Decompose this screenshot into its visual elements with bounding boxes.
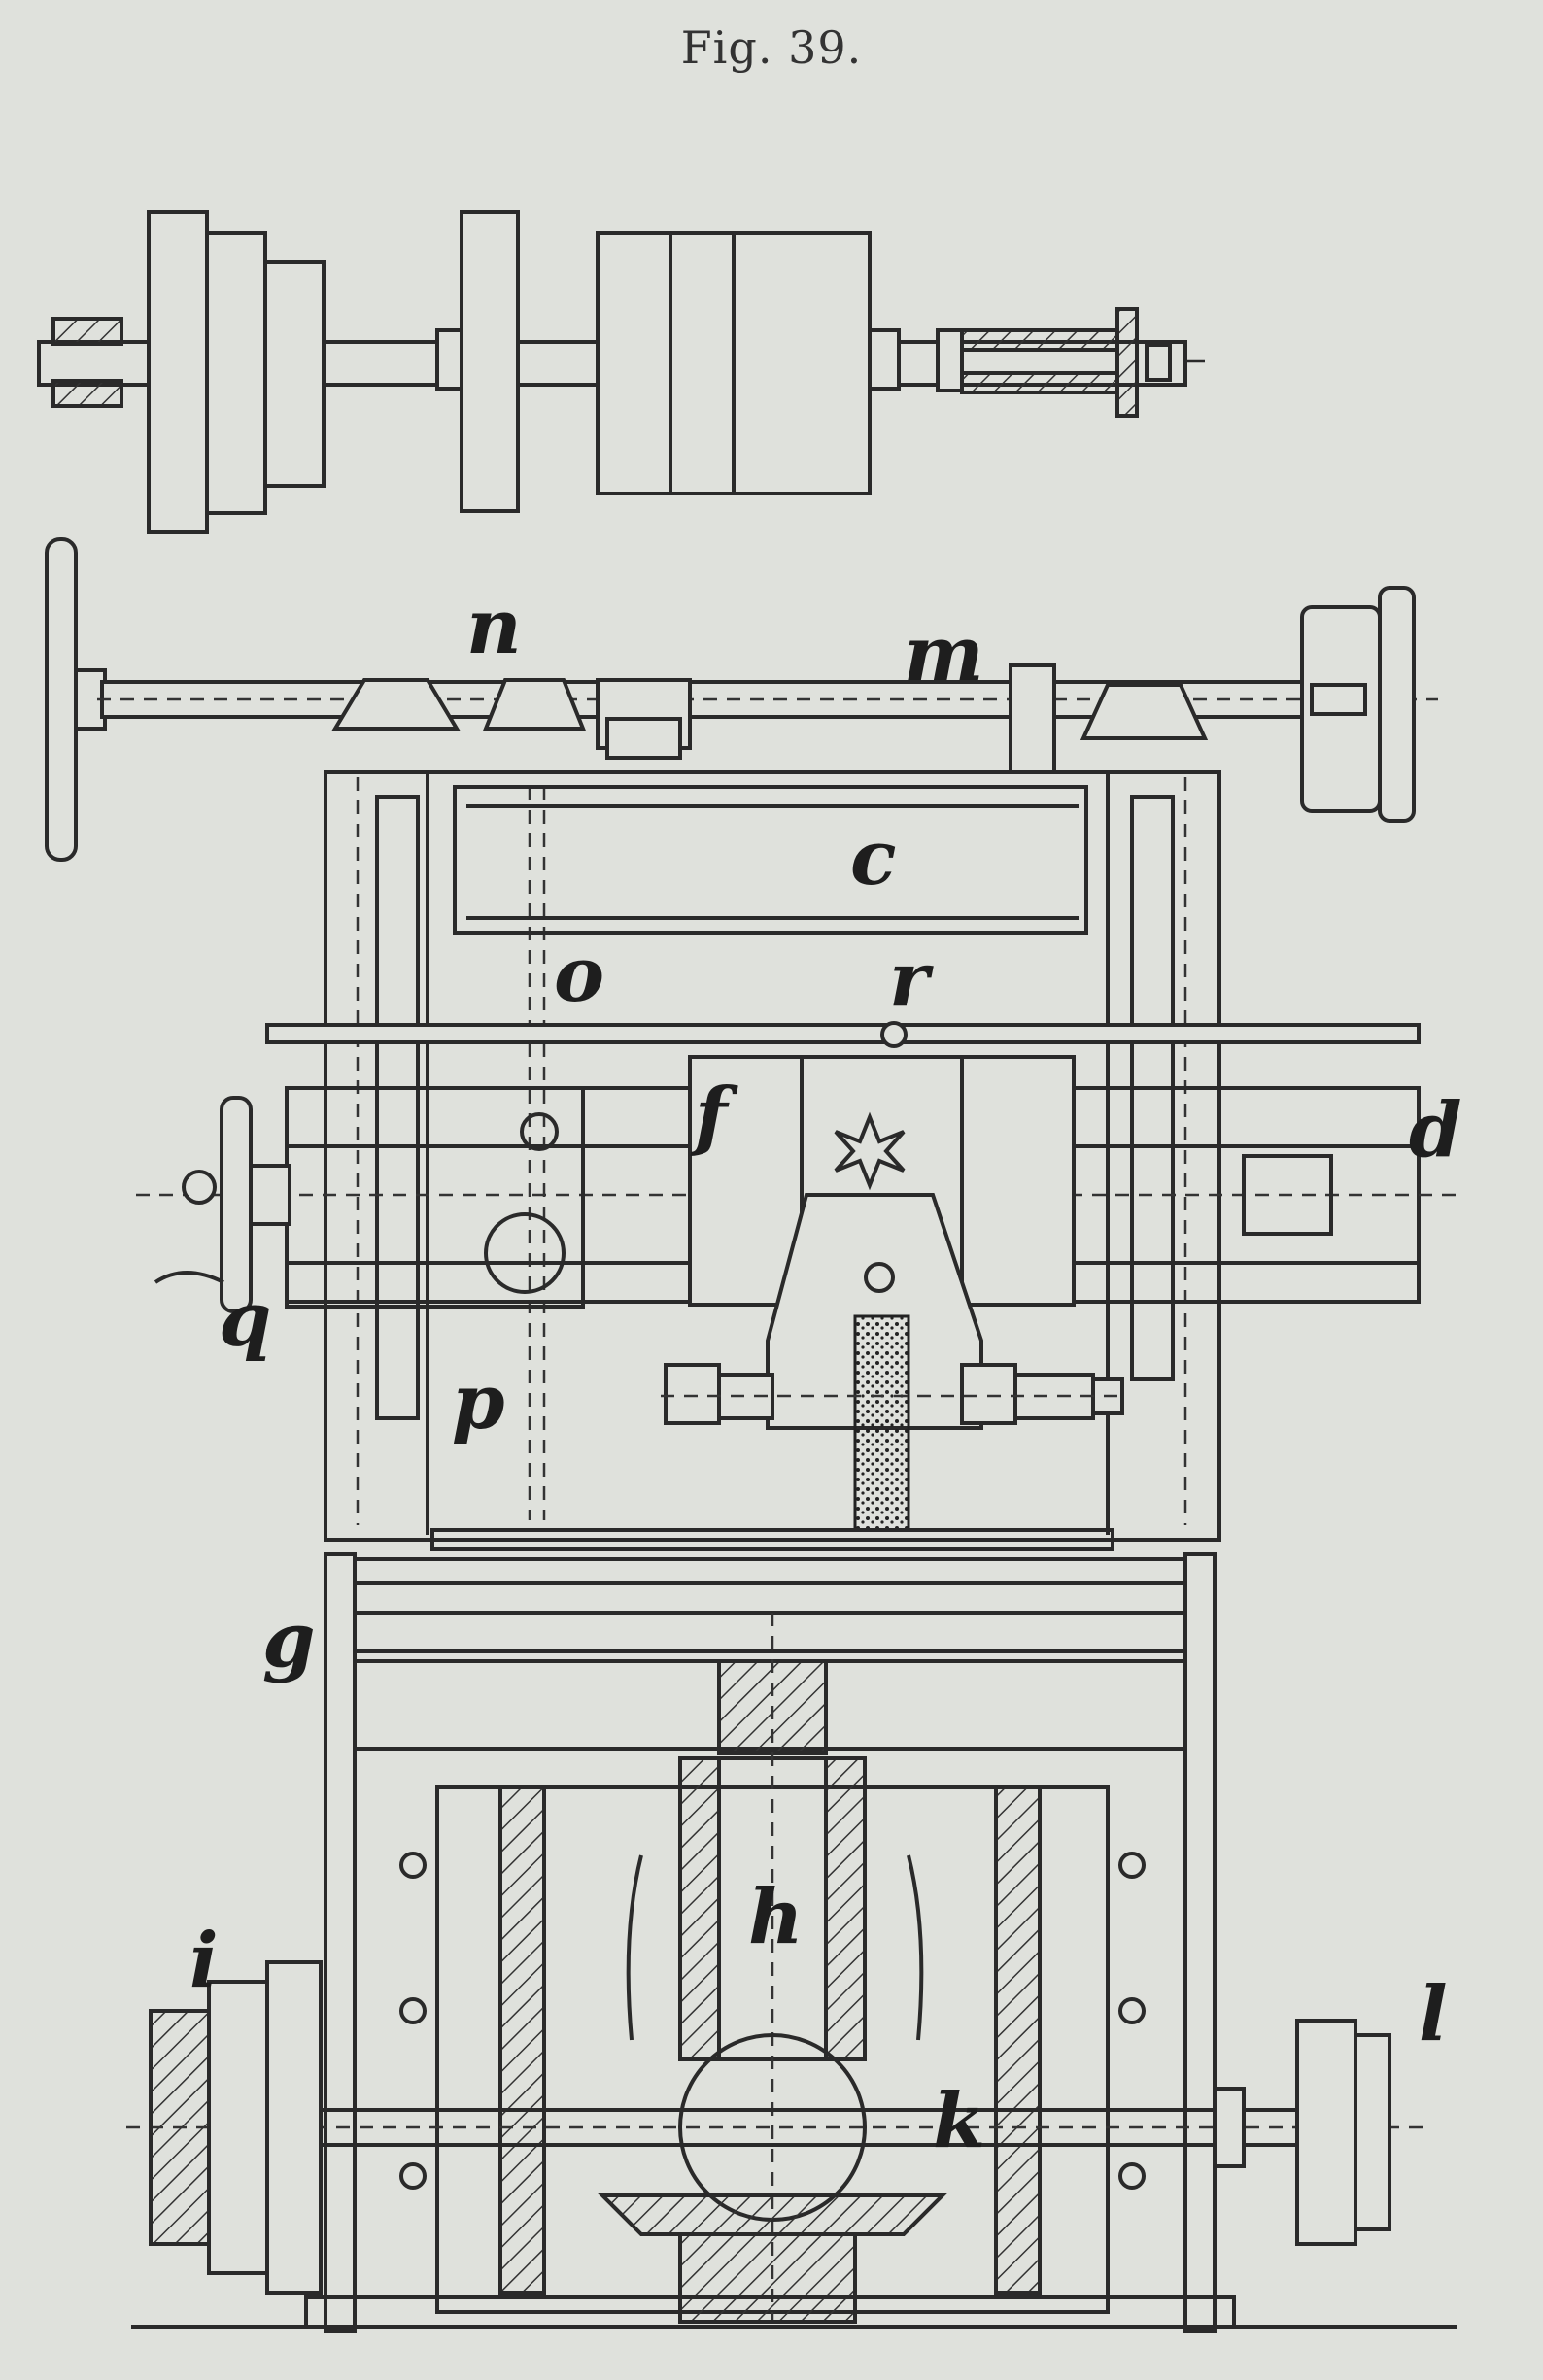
table-top (353, 1557, 1187, 1653)
handwheel-q-handle (182, 1170, 217, 1205)
grinding-head (661, 1193, 1127, 1532)
label-l: l (1419, 1970, 1448, 2058)
left-bearing-bottom (51, 379, 123, 408)
rail-knob (880, 1021, 908, 1048)
upper-feed-shaft (97, 586, 1438, 823)
cone-pulley-step-1 (147, 210, 209, 534)
upper-handwheel (45, 537, 107, 862)
cone-pulley-step-3 (263, 260, 326, 488)
spindle-sleeve-left (678, 1756, 721, 2061)
right-bracket (1115, 307, 1139, 418)
part-labels: n m c o r f d q p g h i l k (189, 583, 1462, 2165)
label-n: n (466, 583, 522, 671)
bolt (399, 1997, 427, 2024)
crossbeam-c (453, 785, 1088, 935)
label-r: r (889, 935, 934, 1024)
feed-gear-small (520, 1112, 559, 1151)
pulley-l-rim (1354, 2033, 1391, 2231)
bolt (399, 1852, 427, 1879)
grinding-wheel (853, 1314, 910, 1532)
wide-pulley (732, 231, 872, 495)
feed-gearbox (285, 1086, 585, 1309)
right-handwheel-key (1310, 683, 1367, 716)
rib-left (626, 1854, 643, 2041)
right-bearing-bottom (960, 371, 1119, 394)
guard-pivot (864, 1262, 895, 1293)
table-slide (430, 1528, 1114, 1551)
pulley-i-outer (265, 1960, 323, 2295)
fast-pulley (669, 231, 736, 495)
label-g: g (262, 1596, 316, 1684)
label-k: k (933, 2077, 985, 2165)
star-knob (834, 1111, 906, 1191)
bolt (1118, 1997, 1146, 2024)
feed-gear (484, 1212, 566, 1294)
countershaft-assembly (37, 210, 1205, 534)
spindle-sleeve-right (824, 1756, 867, 2061)
shaft-end-nut (1145, 343, 1172, 382)
spindle-bearing-left (664, 1363, 721, 1425)
machine-base (126, 1552, 1457, 2333)
label-i: i (189, 1917, 219, 2005)
cone-pulley-step-2 (205, 231, 267, 515)
loose-pulley (596, 231, 672, 495)
bearing-foot (605, 717, 682, 760)
label-c: c (850, 814, 897, 902)
bevel-gear-n (483, 678, 586, 731)
wheel-guard (766, 1193, 983, 1430)
label-d: d (1409, 1086, 1462, 1174)
rib-right (907, 1854, 924, 2041)
right-bearing-top (960, 328, 1119, 352)
label-p: p (452, 1358, 505, 1446)
base-bearing (678, 2232, 857, 2324)
left-base-column (324, 1552, 357, 2333)
left-screw-spindle (375, 795, 420, 1420)
bolt (1118, 2162, 1146, 2190)
handwheel-q-hub (249, 1164, 291, 1226)
bevel-gear-k (598, 2193, 947, 2236)
pulley-l-body (1295, 2019, 1357, 2246)
pulley-i-mid (207, 1980, 269, 2275)
bolt (1118, 1852, 1146, 1879)
right-collar (868, 328, 901, 391)
single-pulley (460, 210, 520, 513)
bevel-gear-m (1080, 683, 1209, 740)
crossbeam (453, 785, 1088, 935)
pulley-i-inner (149, 2009, 211, 2246)
upper-frame (324, 770, 1221, 1542)
base-wall-right (994, 1785, 1042, 2295)
guide-rail (265, 1021, 1421, 1048)
label-q: q (219, 1275, 272, 1364)
work-table (353, 1528, 1187, 1755)
left-bearing-top (51, 317, 123, 346)
spindle-bearing-right (960, 1363, 1017, 1425)
right-base-column (1183, 1552, 1217, 2333)
label-h: h (748, 1873, 804, 1961)
label-m: m (904, 610, 984, 698)
label-o: o (554, 931, 604, 1019)
base-plate (304, 2295, 1236, 2329)
right-upper-handwheel-rim (1378, 586, 1416, 823)
base-wall-left (498, 1785, 546, 2295)
upper-handwheel-rim (45, 537, 78, 862)
bevel-gear-left (331, 678, 461, 731)
pulley-l-hub (1213, 2087, 1246, 2168)
right-nut (936, 328, 964, 392)
carriage-nut (1242, 1154, 1333, 1236)
bolt (399, 2162, 427, 2190)
gear-bracket (1009, 663, 1056, 774)
handwheel-q-crank (154, 1271, 224, 1284)
rail-r (265, 1023, 1421, 1044)
figure-caption: Fig. 39. (680, 21, 863, 74)
